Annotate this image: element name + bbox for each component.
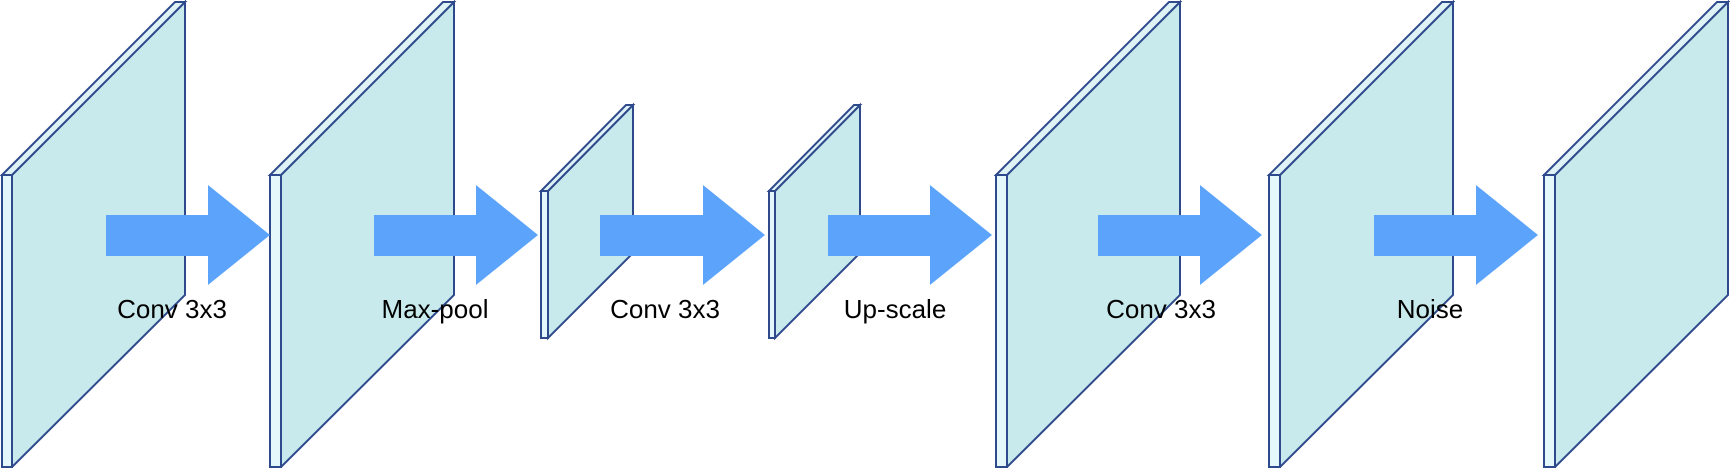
arrow-right-icon (600, 185, 765, 285)
operation-label-conv-2: Conv 3x3 (610, 294, 720, 324)
labels-group: Conv 3x3 Max-pool Conv 3x3 Up-scale Conv… (117, 294, 1463, 324)
layer-plane-2 (267, 0, 457, 468)
layer-plane-7-top (1541, 1, 1731, 176)
layer-plane-1-top (0, 1, 188, 176)
layer-plane-4-top (766, 104, 863, 192)
layer-plane-7-face (1554, 0, 1729, 468)
layer-plane-1 (0, 0, 188, 468)
layer-plane-2-top (267, 1, 457, 176)
layer-plane-7 (1541, 0, 1731, 468)
layer-plane-4 (766, 102, 863, 341)
layer-plane-6-edge (1268, 174, 1281, 468)
layer-plane-6 (1266, 0, 1456, 468)
operation-label-up-scale: Up-scale (844, 294, 947, 324)
layer-plane-4-edge (768, 190, 776, 339)
layer-plane-2-edge (269, 174, 282, 468)
arrows-group (106, 185, 1538, 285)
arrow-right-icon (374, 185, 538, 285)
layer-plane-5-top (993, 1, 1183, 176)
layer-plane-7-edge (1543, 174, 1556, 468)
arrow-right-icon (1374, 185, 1538, 285)
layer-plane-3-top (538, 104, 636, 192)
operation-label-noise: Noise (1397, 294, 1463, 324)
operation-label-max-pool: Max-pool (382, 294, 489, 324)
layer-plane-6-top (1266, 1, 1456, 176)
arrow-right-icon (106, 185, 270, 285)
operation-label-conv-1: Conv 3x3 (117, 294, 227, 324)
operation-label-conv-3: Conv 3x3 (1106, 294, 1216, 324)
arrow-right-icon (828, 185, 992, 285)
layer-plane-1-edge (1, 174, 13, 468)
layer-plane-3-edge (540, 190, 549, 339)
layer-plane-5 (993, 0, 1183, 468)
layer-plane-5-edge (995, 174, 1008, 468)
arrow-right-icon (1098, 185, 1262, 285)
